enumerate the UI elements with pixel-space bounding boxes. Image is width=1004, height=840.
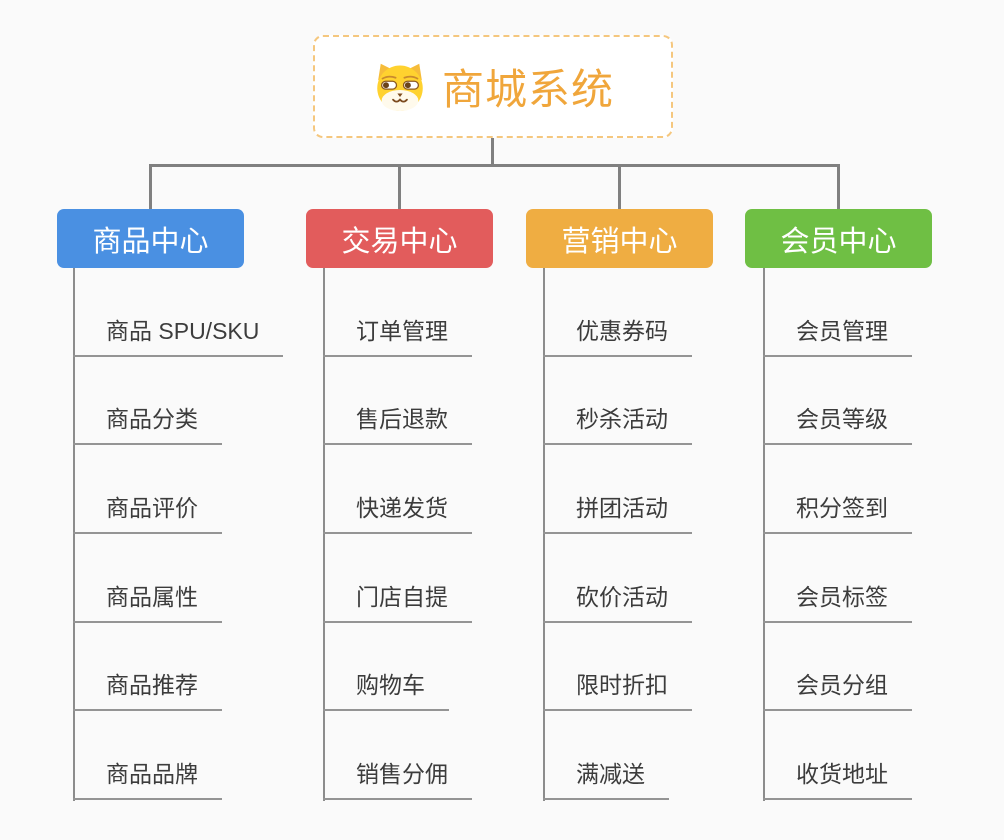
leaf-item[interactable]: 砍价活动 xyxy=(543,534,692,623)
leaf-item[interactable]: 商品品牌 xyxy=(73,711,222,801)
leaf-item-label: 会员等级 xyxy=(796,406,888,433)
leaf-item-label: 积分签到 xyxy=(796,495,888,522)
leaf-item-label: 销售分佣 xyxy=(356,761,448,788)
leaf-item[interactable]: 商品推荐 xyxy=(73,623,222,712)
leaf-item-label: 收货地址 xyxy=(796,761,888,788)
leaf-item[interactable]: 销售分佣 xyxy=(323,711,472,801)
leaf-item-label: 订单管理 xyxy=(356,317,448,344)
category-label: 会员中心 xyxy=(780,225,897,258)
leaf-item[interactable]: 会员标签 xyxy=(763,534,912,623)
leaf-group-trade: 订单管理 售后退款 快递发货 门店自提 购物车 销售分佣 xyxy=(323,268,472,801)
leaf-item-label: 满减送 xyxy=(576,761,645,788)
leaf-item[interactable]: 满减送 xyxy=(543,711,669,801)
leaf-item-label: 优惠券码 xyxy=(576,317,668,344)
dog-face-icon xyxy=(372,61,428,112)
connector-line xyxy=(618,164,621,210)
leaf-item[interactable]: 秒杀活动 xyxy=(543,357,692,446)
connector-line xyxy=(837,164,840,210)
leaf-item[interactable]: 积分签到 xyxy=(763,445,912,535)
leaf-item-label: 限时折扣 xyxy=(576,672,668,699)
leaf-group-product: 商品 SPU/SKU 商品分类 商品评价 商品属性 商品推荐 商品品牌 xyxy=(73,268,284,801)
leaf-item[interactable]: 商品分类 xyxy=(73,357,222,446)
leaf-item-label: 拼团活动 xyxy=(576,495,668,522)
leaf-item[interactable]: 会员分组 xyxy=(763,623,912,712)
leaf-item-label: 商品属性 xyxy=(106,583,198,610)
leaf-item-label: 门店自提 xyxy=(356,583,448,610)
leaf-item-label: 购物车 xyxy=(356,672,425,699)
category-node-trade[interactable]: 交易中心 xyxy=(306,209,493,268)
leaf-item[interactable]: 限时折扣 xyxy=(543,623,692,712)
branch-line xyxy=(323,268,325,801)
category-label: 商品中心 xyxy=(92,225,209,258)
category-node-member[interactable]: 会员中心 xyxy=(745,209,932,268)
connector-line xyxy=(149,164,152,210)
leaf-item-label: 商品推荐 xyxy=(106,672,198,699)
category-node-marketing[interactable]: 营销中心 xyxy=(526,209,713,268)
leaf-item[interactable]: 售后退款 xyxy=(323,357,472,446)
leaf-item[interactable]: 购物车 xyxy=(323,623,449,712)
leaf-item[interactable]: 商品评价 xyxy=(73,445,222,535)
leaf-item[interactable]: 商品 SPU/SKU xyxy=(73,268,284,357)
leaf-item[interactable]: 会员管理 xyxy=(763,268,912,357)
leaf-item[interactable]: 会员等级 xyxy=(763,357,912,446)
category-node-product[interactable]: 商品中心 xyxy=(57,209,244,268)
branch-line xyxy=(543,268,545,801)
leaf-item-label: 商品品牌 xyxy=(106,761,198,788)
leaf-item[interactable]: 订单管理 xyxy=(323,268,472,357)
category-label: 营销中心 xyxy=(561,225,678,258)
leaf-item[interactable]: 拼团活动 xyxy=(543,445,692,535)
leaf-item-label: 会员分组 xyxy=(796,672,888,699)
connector-line xyxy=(398,164,401,210)
branch-line xyxy=(763,268,765,801)
leaf-item-label: 商品分类 xyxy=(106,406,198,433)
leaf-item-label: 会员标签 xyxy=(796,583,888,610)
leaf-item-label: 快递发货 xyxy=(356,495,448,522)
root-node[interactable]: 商城系统 xyxy=(313,35,673,138)
connector-line xyxy=(491,136,494,166)
leaf-item-label: 商品评价 xyxy=(106,495,198,522)
leaf-item-label: 商品 SPU/SKU xyxy=(106,317,260,344)
leaf-group-member: 会员管理 会员等级 积分签到 会员标签 会员分组 收货地址 xyxy=(763,268,912,801)
leaf-item[interactable]: 收货地址 xyxy=(763,711,912,801)
branch-line xyxy=(73,268,75,801)
leaf-item[interactable]: 门店自提 xyxy=(323,534,472,623)
leaf-item[interactable]: 商品属性 xyxy=(73,534,222,623)
category-label: 交易中心 xyxy=(341,225,458,258)
connector-line xyxy=(149,164,840,167)
leaf-item-label: 秒杀活动 xyxy=(576,406,668,433)
leaf-item-label: 会员管理 xyxy=(796,317,888,344)
root-node-label: 商城系统 xyxy=(441,66,614,113)
leaf-item-label: 售后退款 xyxy=(356,406,448,433)
leaf-item[interactable]: 快递发货 xyxy=(323,445,472,535)
leaf-item-label: 砍价活动 xyxy=(576,583,668,610)
leaf-group-marketing: 优惠券码 秒杀活动 拼团活动 砍价活动 限时折扣 满减送 xyxy=(543,268,692,801)
leaf-item[interactable]: 优惠券码 xyxy=(543,268,692,357)
